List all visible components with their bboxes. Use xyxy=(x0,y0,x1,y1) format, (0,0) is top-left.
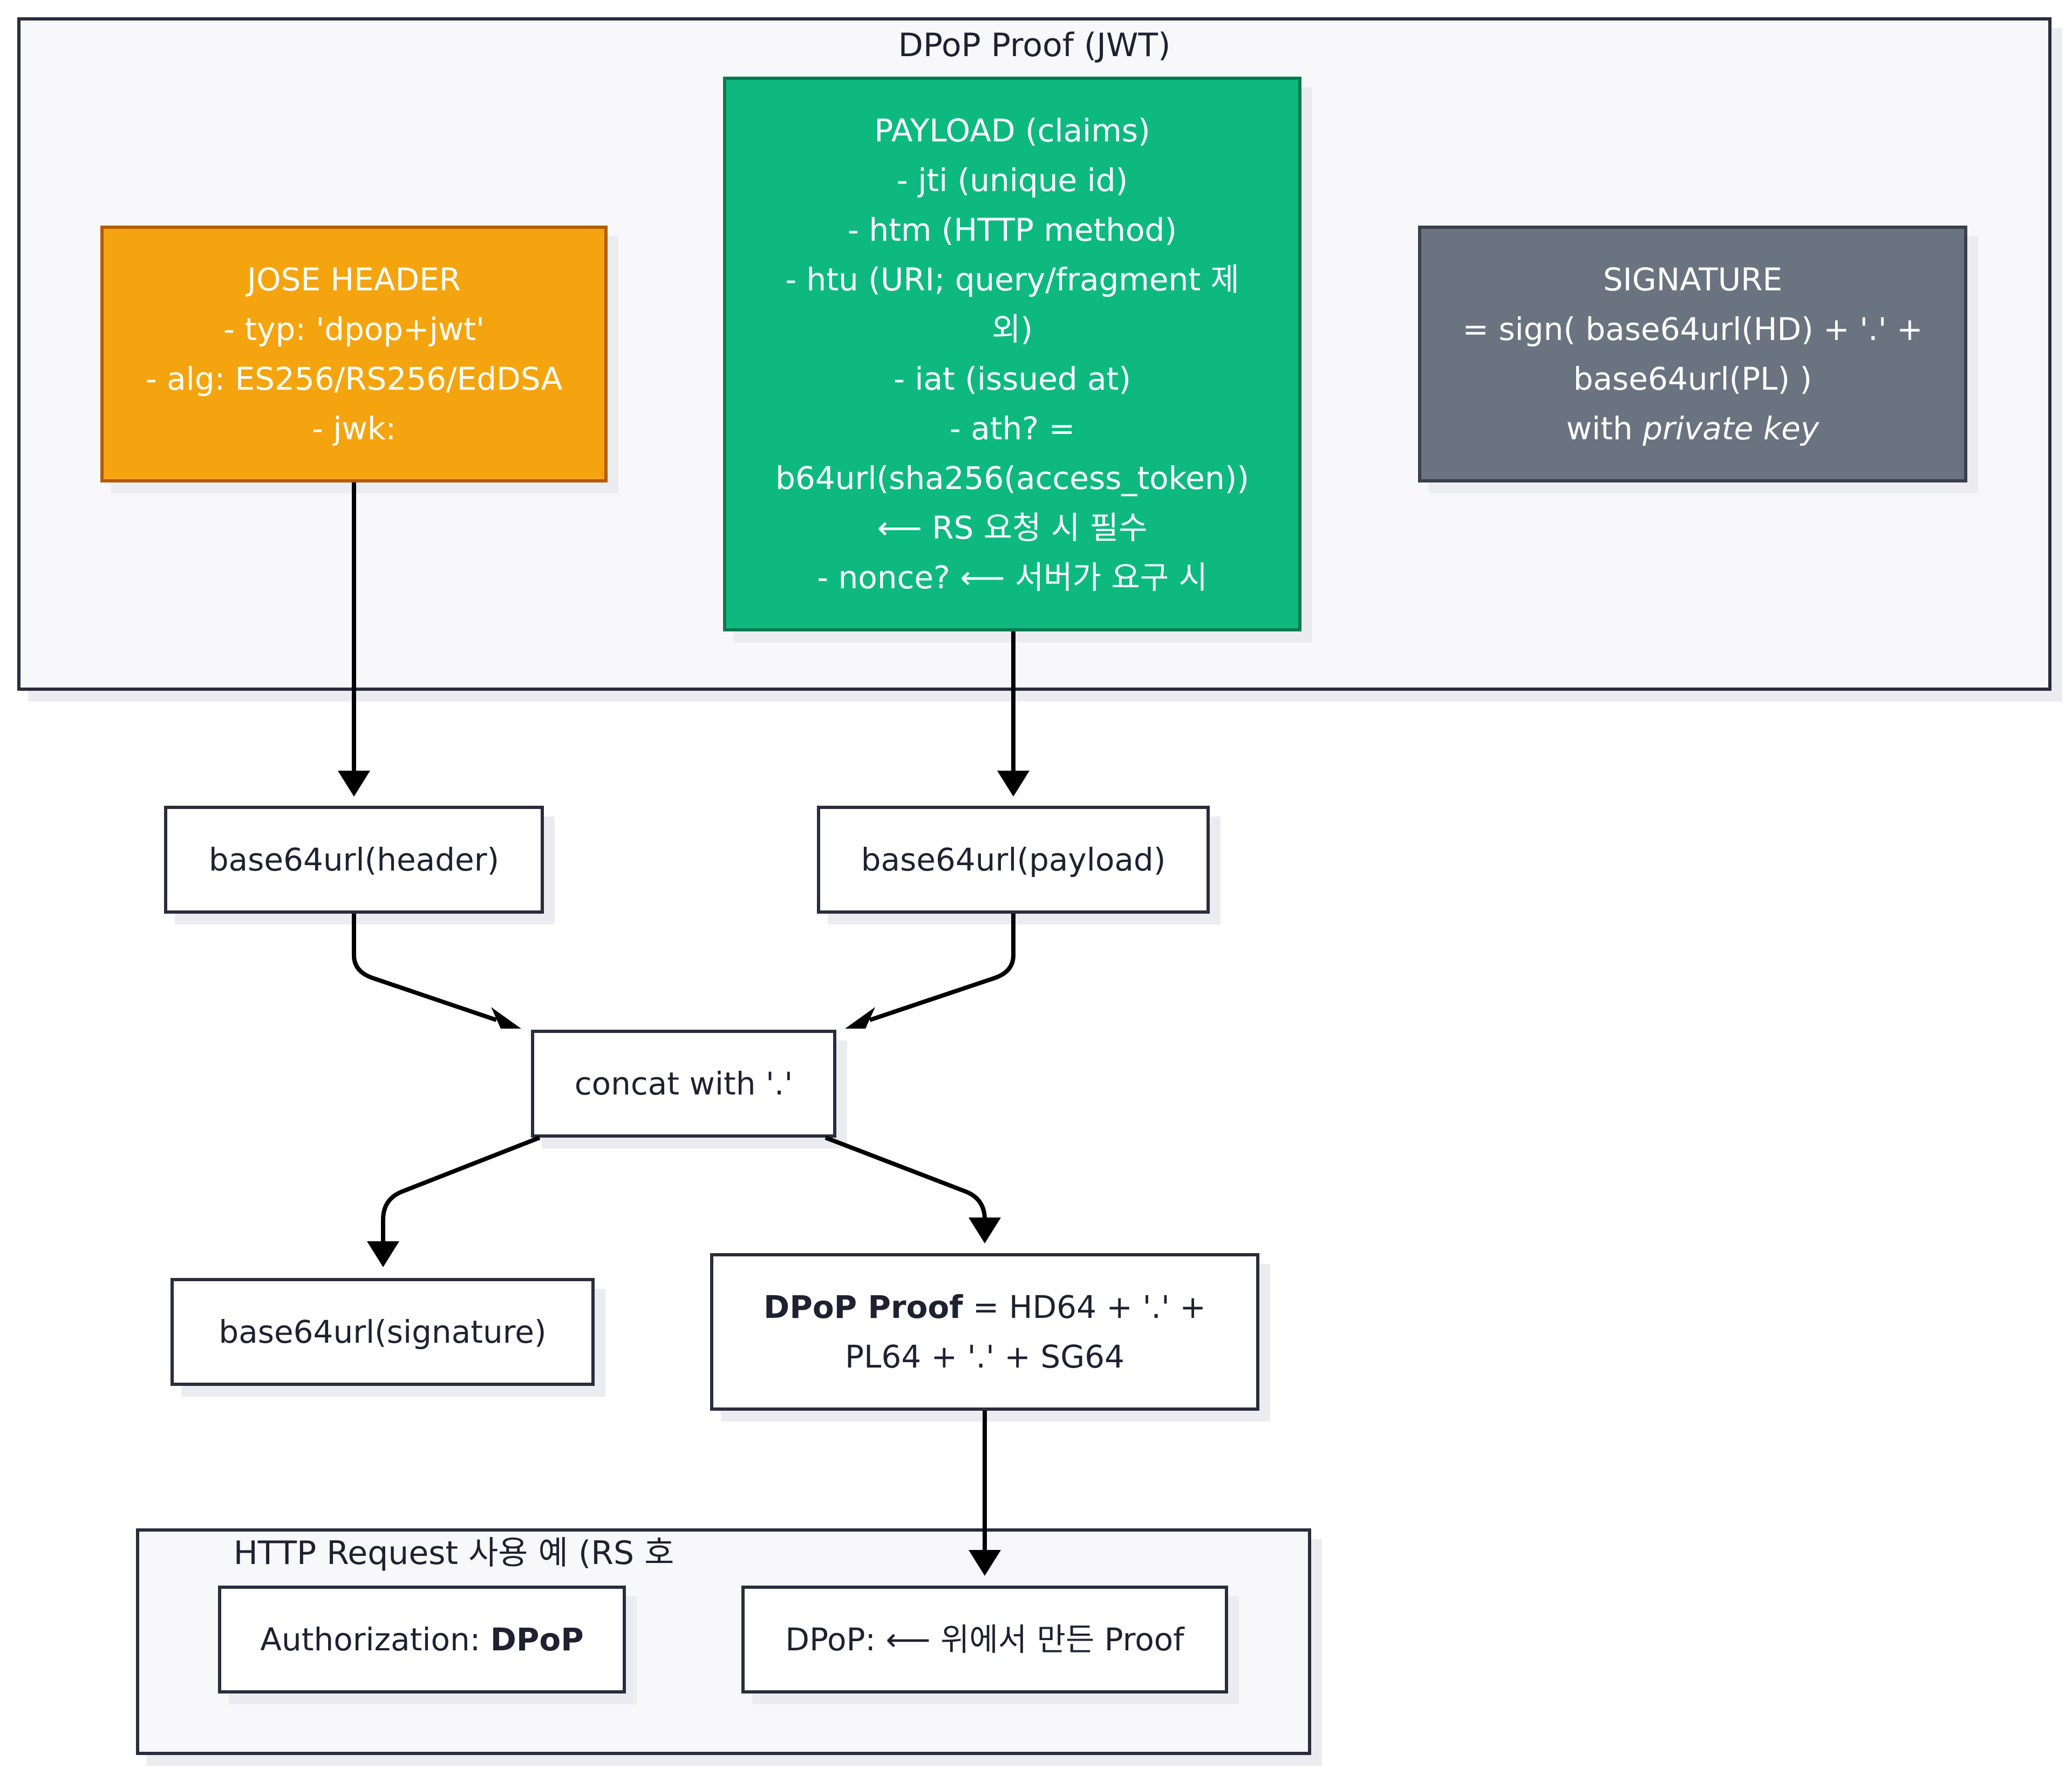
authorization-scheme: DPoP xyxy=(490,1621,584,1658)
base64url-signature-node: base64url(signature) xyxy=(171,1278,595,1386)
base64url-payload-label: base64url(payload) xyxy=(861,841,1166,878)
dpop-proof-bold: DPoP Proof xyxy=(764,1289,963,1325)
arrowhead-concat-left xyxy=(491,1007,521,1029)
dpop-proof-group-title: DPoP Proof (JWT) xyxy=(898,26,1171,64)
authorization-prefix: Authorization: xyxy=(260,1621,490,1658)
dpop-proof-node: DPoP Proof = HD64 + '.' + PL64 + '.' + S… xyxy=(710,1253,1259,1411)
header-line: - typ: 'dpop+jwt' xyxy=(223,311,485,348)
payload-line: PAYLOAD (claims) xyxy=(874,112,1150,149)
jose-header-node: JOSE HEADER - typ: 'dpop+jwt' - alg: ES2… xyxy=(100,226,608,482)
payload-line: - iat (issued at) xyxy=(894,361,1131,397)
base64url-payload-node: base64url(payload) xyxy=(817,806,1210,914)
signature-node: SIGNATURE = sign( base64url(HD) + '.' + … xyxy=(1418,226,1967,482)
payload-line: - ath? = xyxy=(949,410,1075,447)
header-line: JOSE HEADER xyxy=(247,261,461,298)
payload-line: ⟵ RS 요청 시 필수 xyxy=(877,509,1148,546)
payload-line: 외) xyxy=(992,311,1033,348)
signature-line-private-key: with private key xyxy=(1566,404,1819,453)
authorization-header-node: Authorization: DPoP xyxy=(218,1586,626,1694)
payload-line: b64url(sha256(access_token)) xyxy=(775,460,1249,497)
edge-b64payload-to-concat xyxy=(869,914,1015,1022)
base64url-signature-label: base64url(signature) xyxy=(219,1314,547,1350)
authorization-line: Authorization: DPoP xyxy=(260,1615,583,1664)
payload-line: - htm (HTTP method) xyxy=(848,212,1177,248)
arrowhead-dpop-header xyxy=(969,1550,1001,1576)
private-key-text: private key xyxy=(1642,410,1819,447)
signature-line: SIGNATURE xyxy=(1603,261,1783,298)
arrowhead-concat-right xyxy=(845,1007,875,1029)
http-request-group-title-line1: HTTP Request 사용 예 (RS 호 xyxy=(233,1534,674,1572)
edge-concat-to-dpop-proof xyxy=(824,1135,987,1220)
base64url-header-node: base64url(header) xyxy=(164,806,544,914)
payload-line: - nonce? ⟵ 서버가 요구 시 xyxy=(817,559,1208,596)
header-line: - jwk: xyxy=(311,410,397,447)
payload-node: PAYLOAD (claims) - jti (unique id) - htm… xyxy=(723,77,1301,631)
arrowhead-b64payload xyxy=(997,771,1030,797)
concat-node: concat with '.' xyxy=(531,1030,836,1138)
arrowhead-b64header xyxy=(338,771,370,797)
concat-label: concat with '.' xyxy=(574,1065,793,1102)
payload-line: - jti (unique id) xyxy=(896,162,1128,199)
payload-line: - htu (URI; query/fragment 제 xyxy=(785,261,1239,298)
dpop-header-label: DPoP: ⟵ 위에서 만든 Proof xyxy=(785,1621,1184,1658)
arrowhead-dpop-proof xyxy=(969,1218,1001,1243)
arrowhead-b64signature xyxy=(367,1241,399,1267)
dpop-proof-line1: DPoP Proof = HD64 + '.' + xyxy=(764,1282,1206,1332)
base64url-header-label: base64url(header) xyxy=(208,841,500,878)
dpop-proof-line1-rest: = HD64 + '.' + xyxy=(963,1289,1206,1325)
edge-b64header-to-concat xyxy=(352,914,497,1022)
signature-with-text: with xyxy=(1566,410,1643,447)
edge-concat-to-b64signature xyxy=(381,1135,541,1247)
signature-line: base64url(PL) ) xyxy=(1573,361,1812,397)
dpop-header-node: DPoP: ⟵ 위에서 만든 Proof xyxy=(741,1586,1228,1694)
header-line: - alg: ES256/RS256/EdDSA xyxy=(145,361,563,397)
dpop-proof-line2: PL64 + '.' + SG64 xyxy=(845,1338,1124,1375)
signature-line: = sign( base64url(HD) + '.' + xyxy=(1462,311,1923,348)
